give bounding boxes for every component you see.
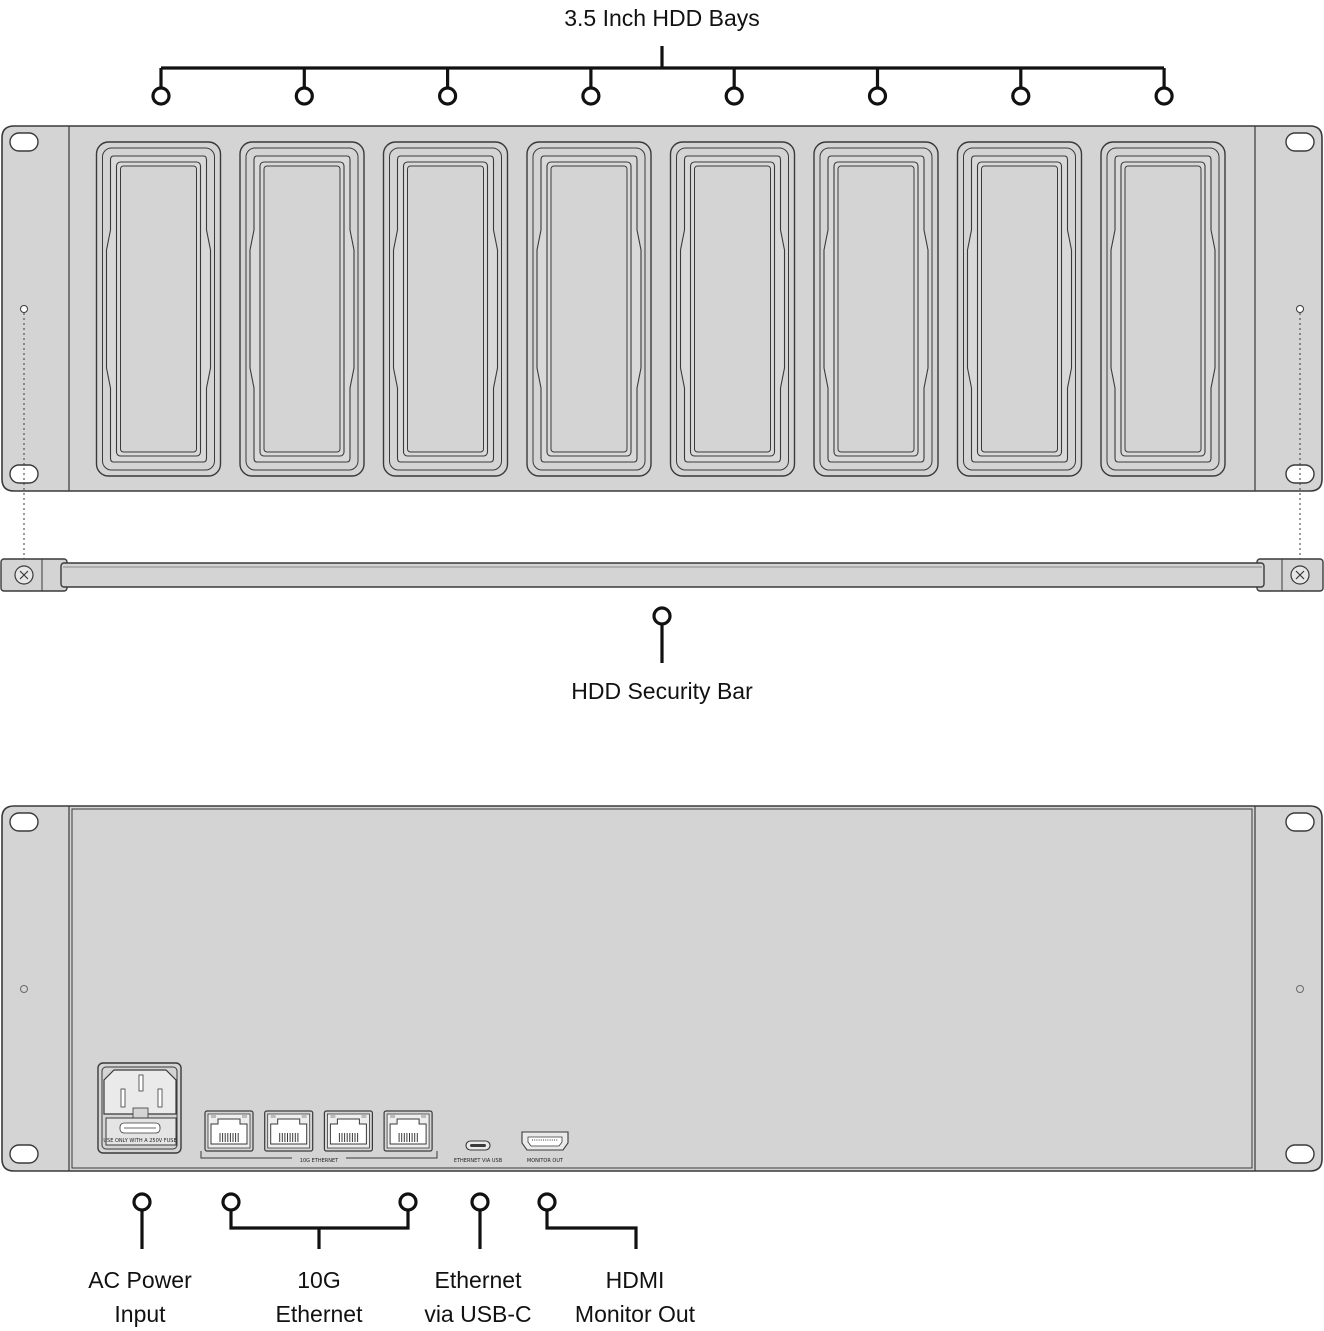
rack-hole	[1285, 1144, 1315, 1164]
callout-dot	[294, 86, 314, 106]
hdd-security-bar	[0, 558, 1324, 592]
callout-dot	[581, 86, 601, 106]
rear-panel: USE ONLY WITH A 250V FUSE 10G ETHERNET E…	[1, 805, 1323, 1172]
rj45-port[interactable]	[323, 1110, 373, 1152]
usb-port-label: ETHERNET VIA USB	[454, 1158, 503, 1164]
callout-dot	[438, 86, 458, 106]
hdd-bays-callout	[151, 46, 1174, 106]
thumbscrew-icon	[14, 565, 34, 585]
security-bar-label: HDD Security Bar	[571, 678, 753, 704]
rj45-port[interactable]	[204, 1110, 254, 1152]
usb-c-port	[465, 1140, 491, 1151]
drive-bay[interactable]	[956, 141, 1083, 477]
ethernet-usb-label-line1: Ethernet	[434, 1267, 522, 1293]
rear-callouts	[132, 1192, 638, 1249]
ac-power-label: AC Power Input	[60, 1263, 220, 1331]
callout-dot	[724, 86, 744, 106]
ethernet-group-label: 10G ETHERNET	[300, 1158, 339, 1164]
ethernet-10g-label: 10G Ethernet	[239, 1263, 399, 1331]
ethernet-usb-label: Ethernet via USB-C	[398, 1263, 558, 1331]
rj45-port[interactable]	[383, 1110, 433, 1152]
drive-bay[interactable]	[526, 141, 652, 477]
callout-dot	[1011, 86, 1031, 106]
hdmi-label: HDMI Monitor Out	[555, 1263, 715, 1331]
callout-dot	[1154, 86, 1174, 106]
drive-bay[interactable]	[813, 141, 939, 477]
callout-dot	[151, 86, 171, 106]
drive-bay[interactable]	[95, 141, 222, 477]
rack-hole	[9, 1144, 39, 1164]
monitor-port-label: MONITOR OUT	[527, 1158, 564, 1164]
fuse-warning: USE ONLY WITH A 250V FUSE	[103, 1138, 176, 1144]
callout-dot	[867, 86, 888, 106]
rear-chassis	[1, 805, 1323, 1172]
hdmi-label-line1: HDMI	[605, 1267, 665, 1293]
rack-hole	[9, 132, 39, 152]
screw-point	[20, 305, 28, 313]
drive-bay[interactable]	[382, 141, 509, 477]
rj45-port[interactable]	[264, 1110, 314, 1152]
drive-bay[interactable]	[239, 141, 365, 477]
rack-hole	[1285, 812, 1315, 832]
hdd-bays-label: 3.5 Inch HDD Bays	[564, 5, 760, 31]
drive-bay[interactable]	[1100, 141, 1226, 477]
security-bar-callout	[652, 606, 672, 663]
ac-power-inlet: USE ONLY WITH A 250V FUSE	[97, 1062, 182, 1154]
rack-hole	[9, 812, 39, 832]
ethernet-usb-label-line2: via USB-C	[424, 1301, 532, 1327]
ethernet-10g-label-line2: Ethernet	[275, 1301, 363, 1327]
front-panel	[1, 125, 1323, 562]
hdmi-label-line2: Monitor Out	[574, 1301, 696, 1327]
thumbscrew-icon	[1290, 565, 1310, 585]
rack-hole	[1285, 132, 1315, 152]
ac-power-label-line1: AC Power	[88, 1267, 192, 1293]
ac-power-label-line2: Input	[114, 1301, 166, 1327]
hdmi-port	[521, 1131, 569, 1151]
screw-point	[1296, 305, 1304, 313]
drive-bay[interactable]	[669, 141, 796, 477]
ethernet-10g-label-line1: 10G	[297, 1267, 341, 1293]
